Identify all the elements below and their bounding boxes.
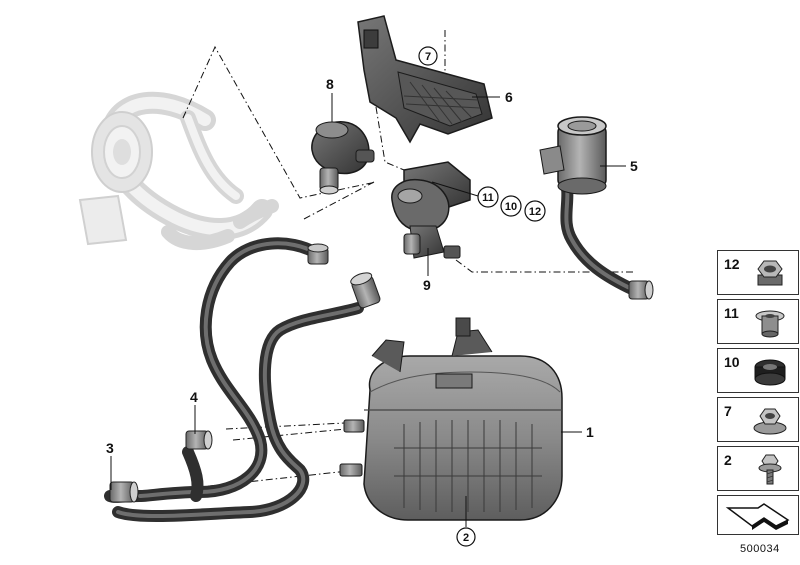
- vent-hoses: [104, 172, 640, 523]
- bracket-part: [357, 15, 493, 144]
- callout-11: 11: [482, 192, 494, 204]
- callout-10: 10: [505, 201, 517, 213]
- callout-2: 2: [463, 532, 469, 544]
- air-filter-part: [539, 116, 607, 195]
- leak-diagnosis-pump-part: [391, 161, 471, 259]
- legend-item-7: 7: [717, 397, 799, 442]
- callout-4: 4: [190, 389, 198, 405]
- background-intake-ghost: [78, 91, 279, 251]
- hex-nut-icon: [757, 260, 783, 286]
- callout-leaders: [110, 93, 626, 527]
- callout-7-circle: [418, 46, 438, 66]
- hose-fittings: [109, 243, 654, 503]
- callout-10-circle: [500, 195, 522, 217]
- callout-1: 1: [586, 424, 594, 440]
- rubber-grommet-icon: [754, 359, 786, 386]
- purge-valve-part: [311, 121, 375, 195]
- flange-screw-icon: [758, 454, 782, 485]
- callout-6: 6: [505, 89, 513, 105]
- legend-number: 7: [724, 403, 732, 419]
- callout-7: 7: [425, 51, 431, 63]
- callout-numbers: 1 2 3 4 5 6 7 8 9 10 11 12: [106, 46, 638, 547]
- legend-item-2: 2: [717, 446, 799, 491]
- cutaway-arrow-icon: [725, 503, 790, 530]
- callout-9: 9: [423, 277, 431, 293]
- callout-12: 12: [529, 206, 541, 218]
- callout-11-circle: [477, 186, 499, 208]
- flange-nut-icon: [753, 408, 787, 435]
- legend-item-12: 12: [717, 250, 799, 295]
- legend-item-10: 10: [717, 348, 799, 393]
- legend-number: 11: [724, 305, 739, 321]
- callout-12-circle: [524, 200, 546, 222]
- legend-arrow-cell: [717, 495, 799, 535]
- legend-number: 2: [724, 452, 732, 468]
- flanged-sleeve-icon: [755, 310, 785, 338]
- charcoal-canister-part: [339, 317, 563, 521]
- callout-5: 5: [630, 158, 638, 174]
- callout-8: 8: [326, 76, 334, 92]
- callout-3: 3: [106, 440, 114, 456]
- legend-number: 12: [724, 256, 740, 272]
- document-number: 500034: [740, 543, 780, 555]
- legend-item-11: 11: [717, 299, 799, 344]
- callout-2-circle: [456, 527, 476, 547]
- legend-number: 10: [724, 354, 740, 370]
- small-parts-legend: 12 11 10 7 2: [717, 250, 799, 495]
